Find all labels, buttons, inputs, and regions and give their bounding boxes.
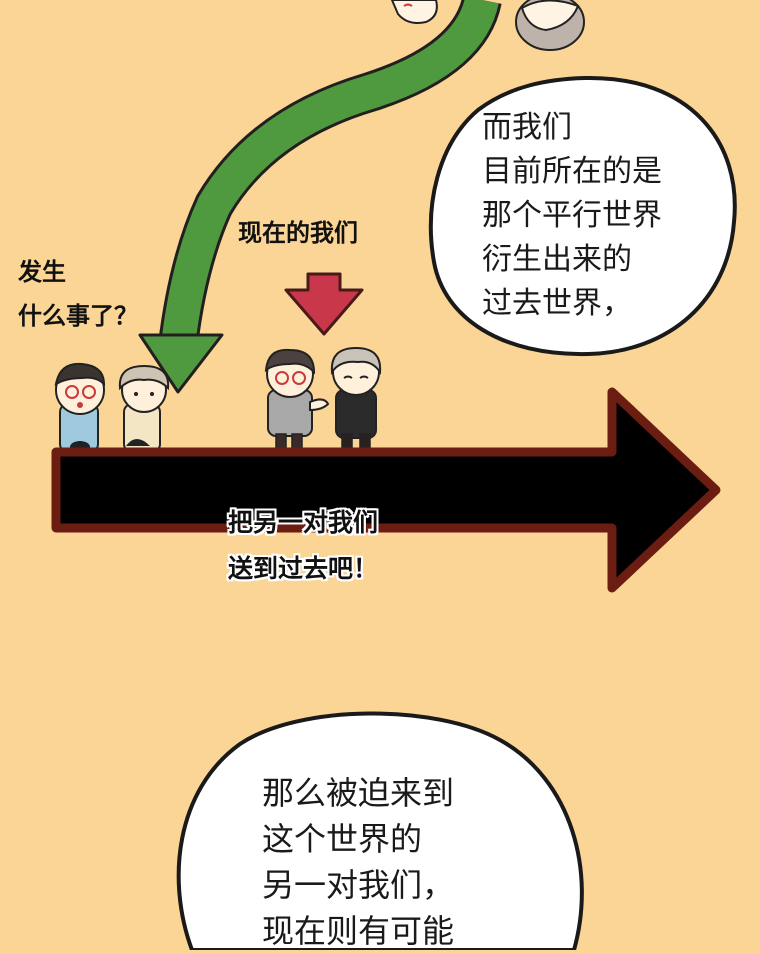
character-current-glasses <box>264 348 330 451</box>
label-current-us: 现在的我们 <box>238 219 358 247</box>
character-current-blond <box>330 346 382 451</box>
green-curved-arrow <box>138 0 502 394</box>
timeline-caption: 把另一对我们 送到过去吧！ <box>228 508 379 583</box>
character-top-right-partial <box>515 0 585 51</box>
character-top-left-partial <box>390 0 438 24</box>
character-left-glasses <box>54 362 106 453</box>
pointer-down-arrow <box>284 272 364 336</box>
timeline-arrow <box>51 387 721 593</box>
bubble-top-text: 而我们 目前所在的是 那个平行世界 衍生出来的 过去世界， <box>482 110 662 321</box>
speech-bubble-top <box>428 75 737 357</box>
speech-bubble-bottom <box>176 711 584 950</box>
character-left-blond <box>118 364 170 453</box>
label-what-happened: 发生 什么事了？ <box>18 258 138 330</box>
bubble-bottom-text: 那么被迫来到 这个世界的 另一对我们， 现在则有可能 <box>262 774 455 950</box>
